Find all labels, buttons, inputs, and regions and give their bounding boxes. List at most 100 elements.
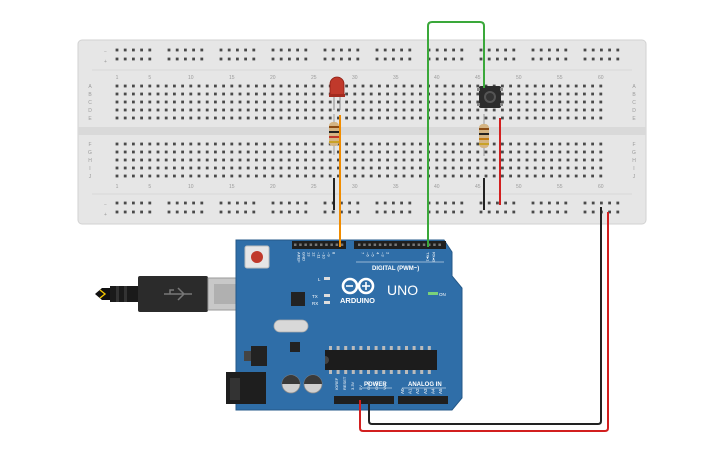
row-letter: I [89, 166, 90, 172]
digital-pin-label: ~9 [327, 252, 332, 257]
rail-plus-label-bottom: + [104, 212, 107, 218]
led-rx-label: RX [312, 301, 318, 306]
row-letter: E [632, 116, 636, 122]
power-pin-label: Vin [382, 384, 387, 390]
row-letter: J [89, 174, 92, 180]
resistor-led[interactable] [329, 114, 339, 155]
digital-pin-label: ~10 [322, 252, 327, 260]
power-header[interactable] [334, 396, 394, 404]
icsp-chip [291, 292, 305, 306]
push-button[interactable] [477, 86, 503, 108]
power-pin-label: IOREF [334, 377, 339, 390]
column-number: 15 [229, 184, 235, 190]
breadboard-labels: 1155101015152020252530303535404045455050… [88, 75, 636, 190]
wire-black-gnd-rail[interactable] [368, 207, 602, 425]
row-letter: B [632, 92, 636, 98]
reset-button-cap[interactable] [251, 251, 263, 263]
power-pin-label: 5V [358, 385, 363, 390]
row-letter: E [88, 116, 92, 122]
row-letter: D [632, 108, 636, 114]
digital-pin-label: 13 [307, 252, 312, 257]
power-pin-label: GND [366, 381, 371, 390]
row-letter: C [632, 100, 636, 106]
breadboard[interactable]: 1155101015152020252530303535404045455050… [77, 39, 647, 225]
analog-pin-label: A5 [438, 388, 443, 394]
row-letter: G [88, 150, 92, 156]
digital-pin-label: TX▸1 [426, 252, 431, 262]
led-l-label: L [318, 277, 321, 282]
column-number: 60 [598, 75, 604, 81]
column-number: 45 [475, 75, 481, 81]
column-number: 35 [393, 75, 399, 81]
power-on-led [428, 292, 438, 295]
red-led[interactable] [329, 76, 345, 110]
column-number: 10 [188, 75, 194, 81]
column-number: 50 [516, 75, 522, 81]
digital-pin-label: 8 [332, 252, 337, 255]
brand-label: ARDUINO [340, 296, 375, 305]
digital-pin-label: 4 [376, 252, 381, 255]
column-number: 55 [557, 184, 563, 190]
rail-minus-label: − [104, 49, 107, 55]
digital-pin-label: ~5 [371, 252, 376, 257]
power-pin-label: RESET [342, 376, 347, 390]
row-letter: D [88, 108, 92, 114]
row-letter: F [88, 142, 91, 148]
column-number: 35 [393, 184, 399, 190]
column-number: 25 [311, 75, 317, 81]
rail-minus-label-bottom: − [104, 202, 107, 208]
power-pin-label: 3.3V [350, 381, 355, 390]
analog-pin-label: A1 [408, 388, 413, 394]
column-number: 40 [434, 75, 440, 81]
power-label: POWER [364, 382, 387, 388]
wire-green-pin2-button[interactable] [427, 21, 485, 247]
column-number: 10 [188, 184, 194, 190]
column-number: 55 [557, 75, 563, 81]
column-number: 1 [116, 75, 119, 81]
digital-pwm-label: DIGITAL (PWM~) [372, 266, 419, 272]
digital-pin-label: AREF [297, 252, 302, 263]
row-letter: A [632, 84, 636, 90]
digital-pin-label: 2 [386, 252, 391, 255]
analog-pin-label: A3 [423, 388, 428, 394]
digital-pin-label: 7 [361, 252, 366, 255]
model-label: UNO [387, 282, 418, 298]
column-number: 40 [434, 184, 440, 190]
resistor-button[interactable] [479, 114, 489, 156]
row-letter: B [88, 92, 92, 98]
voltage-regulator [251, 346, 267, 366]
digital-pin-label: ~3 [381, 252, 386, 257]
row-letter: H [632, 158, 636, 164]
digital-pin-label: ~11 [317, 252, 322, 259]
column-number: 25 [311, 184, 317, 190]
digital-header-right[interactable] [354, 241, 446, 249]
row-letter: H [88, 158, 92, 164]
analog-pin-label: A2 [415, 388, 420, 394]
digital-header-left[interactable] [292, 241, 346, 249]
wire-red-5v-rail[interactable] [359, 212, 609, 432]
analog-header[interactable] [398, 396, 448, 404]
row-letter: F [632, 142, 635, 148]
digital-pin-label: 12 [312, 252, 317, 257]
row-letter: C [88, 100, 92, 106]
arduino-logo-icon [341, 277, 375, 295]
row-letter: G [632, 150, 636, 156]
analog-pin-label: A0 [400, 388, 405, 394]
row-letter: I [633, 166, 634, 172]
led-tx-label: TX [312, 294, 318, 299]
breadboard-holes [115, 48, 620, 214]
column-number: 20 [270, 75, 276, 81]
column-number: 20 [270, 184, 276, 190]
column-number: 5 [148, 184, 151, 190]
column-number: 45 [475, 184, 481, 190]
power-pin-label: GND [374, 381, 379, 390]
column-number: 60 [598, 184, 604, 190]
digital-pin-label: RX◂0 [432, 252, 437, 263]
row-letter: A [88, 84, 92, 90]
digital-pin-label: ~6 [366, 252, 371, 257]
small-chip [290, 342, 300, 352]
